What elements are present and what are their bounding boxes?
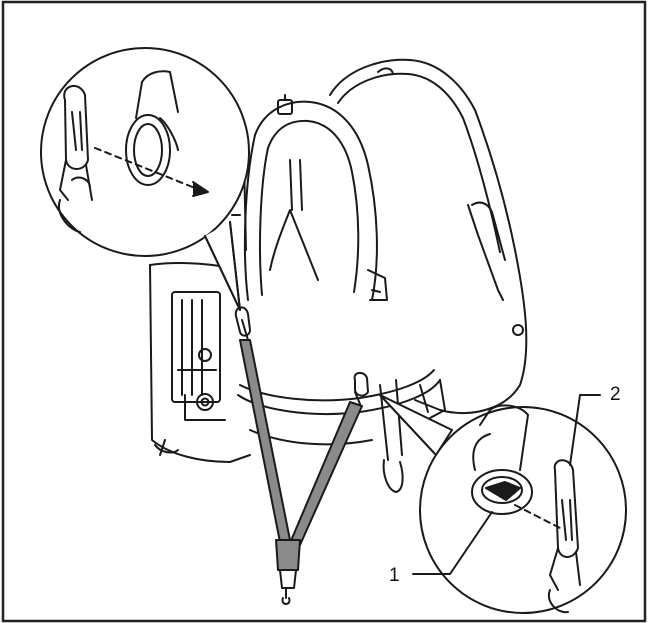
chest-y-strap [239,319,363,605]
callout-label-1: 1 [389,565,400,586]
shoulder-harness [243,94,388,301]
d-ring-icon [353,372,369,397]
leader-line-1 [412,511,493,575]
back-pad [329,58,528,414]
leader-line-2 [569,394,601,466]
detail-bubble-lower [379,394,627,614]
callout-label-2: 2 [610,384,621,405]
detail-bubble-upper [40,47,250,311]
snap-hook-icon [234,306,251,337]
